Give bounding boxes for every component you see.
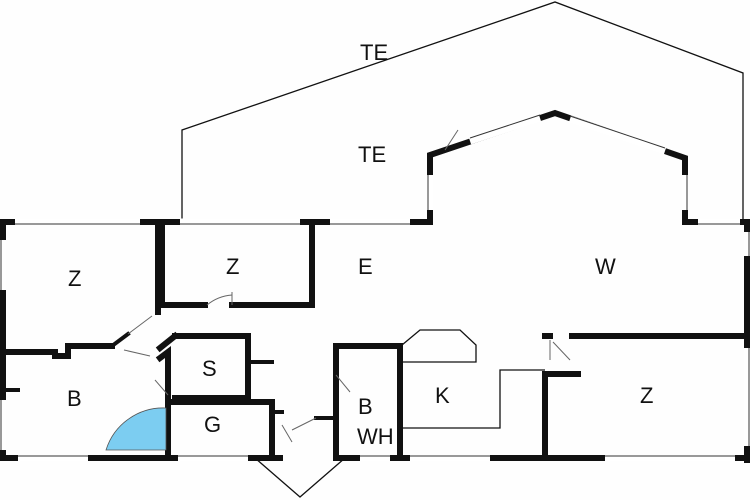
- label-garage: G: [204, 412, 221, 437]
- label-terrace-outer: TE: [360, 40, 388, 65]
- label-bedroom-right: Z: [640, 383, 653, 408]
- label-kitchen: K: [435, 383, 450, 408]
- label-storage: S: [202, 356, 217, 381]
- label-bathroom-small: B: [358, 394, 373, 419]
- terrace-outline: [181, 1, 744, 222]
- label-bathroom-left: B: [67, 386, 82, 411]
- label-living: W: [595, 254, 616, 279]
- label-bedroom-mid: Z: [226, 254, 239, 279]
- shower: [105, 407, 167, 451]
- doors: [123, 129, 571, 443]
- label-entrance: E: [358, 254, 373, 279]
- label-water-heater: WH: [357, 424, 394, 449]
- interior-walls: [0, 219, 750, 461]
- label-terrace-inner: TE: [358, 142, 386, 167]
- entrance-bay: [254, 457, 346, 498]
- label-bedroom-left: Z: [68, 266, 81, 291]
- kitchen-counter: [400, 329, 545, 429]
- windows: [0, 114, 750, 462]
